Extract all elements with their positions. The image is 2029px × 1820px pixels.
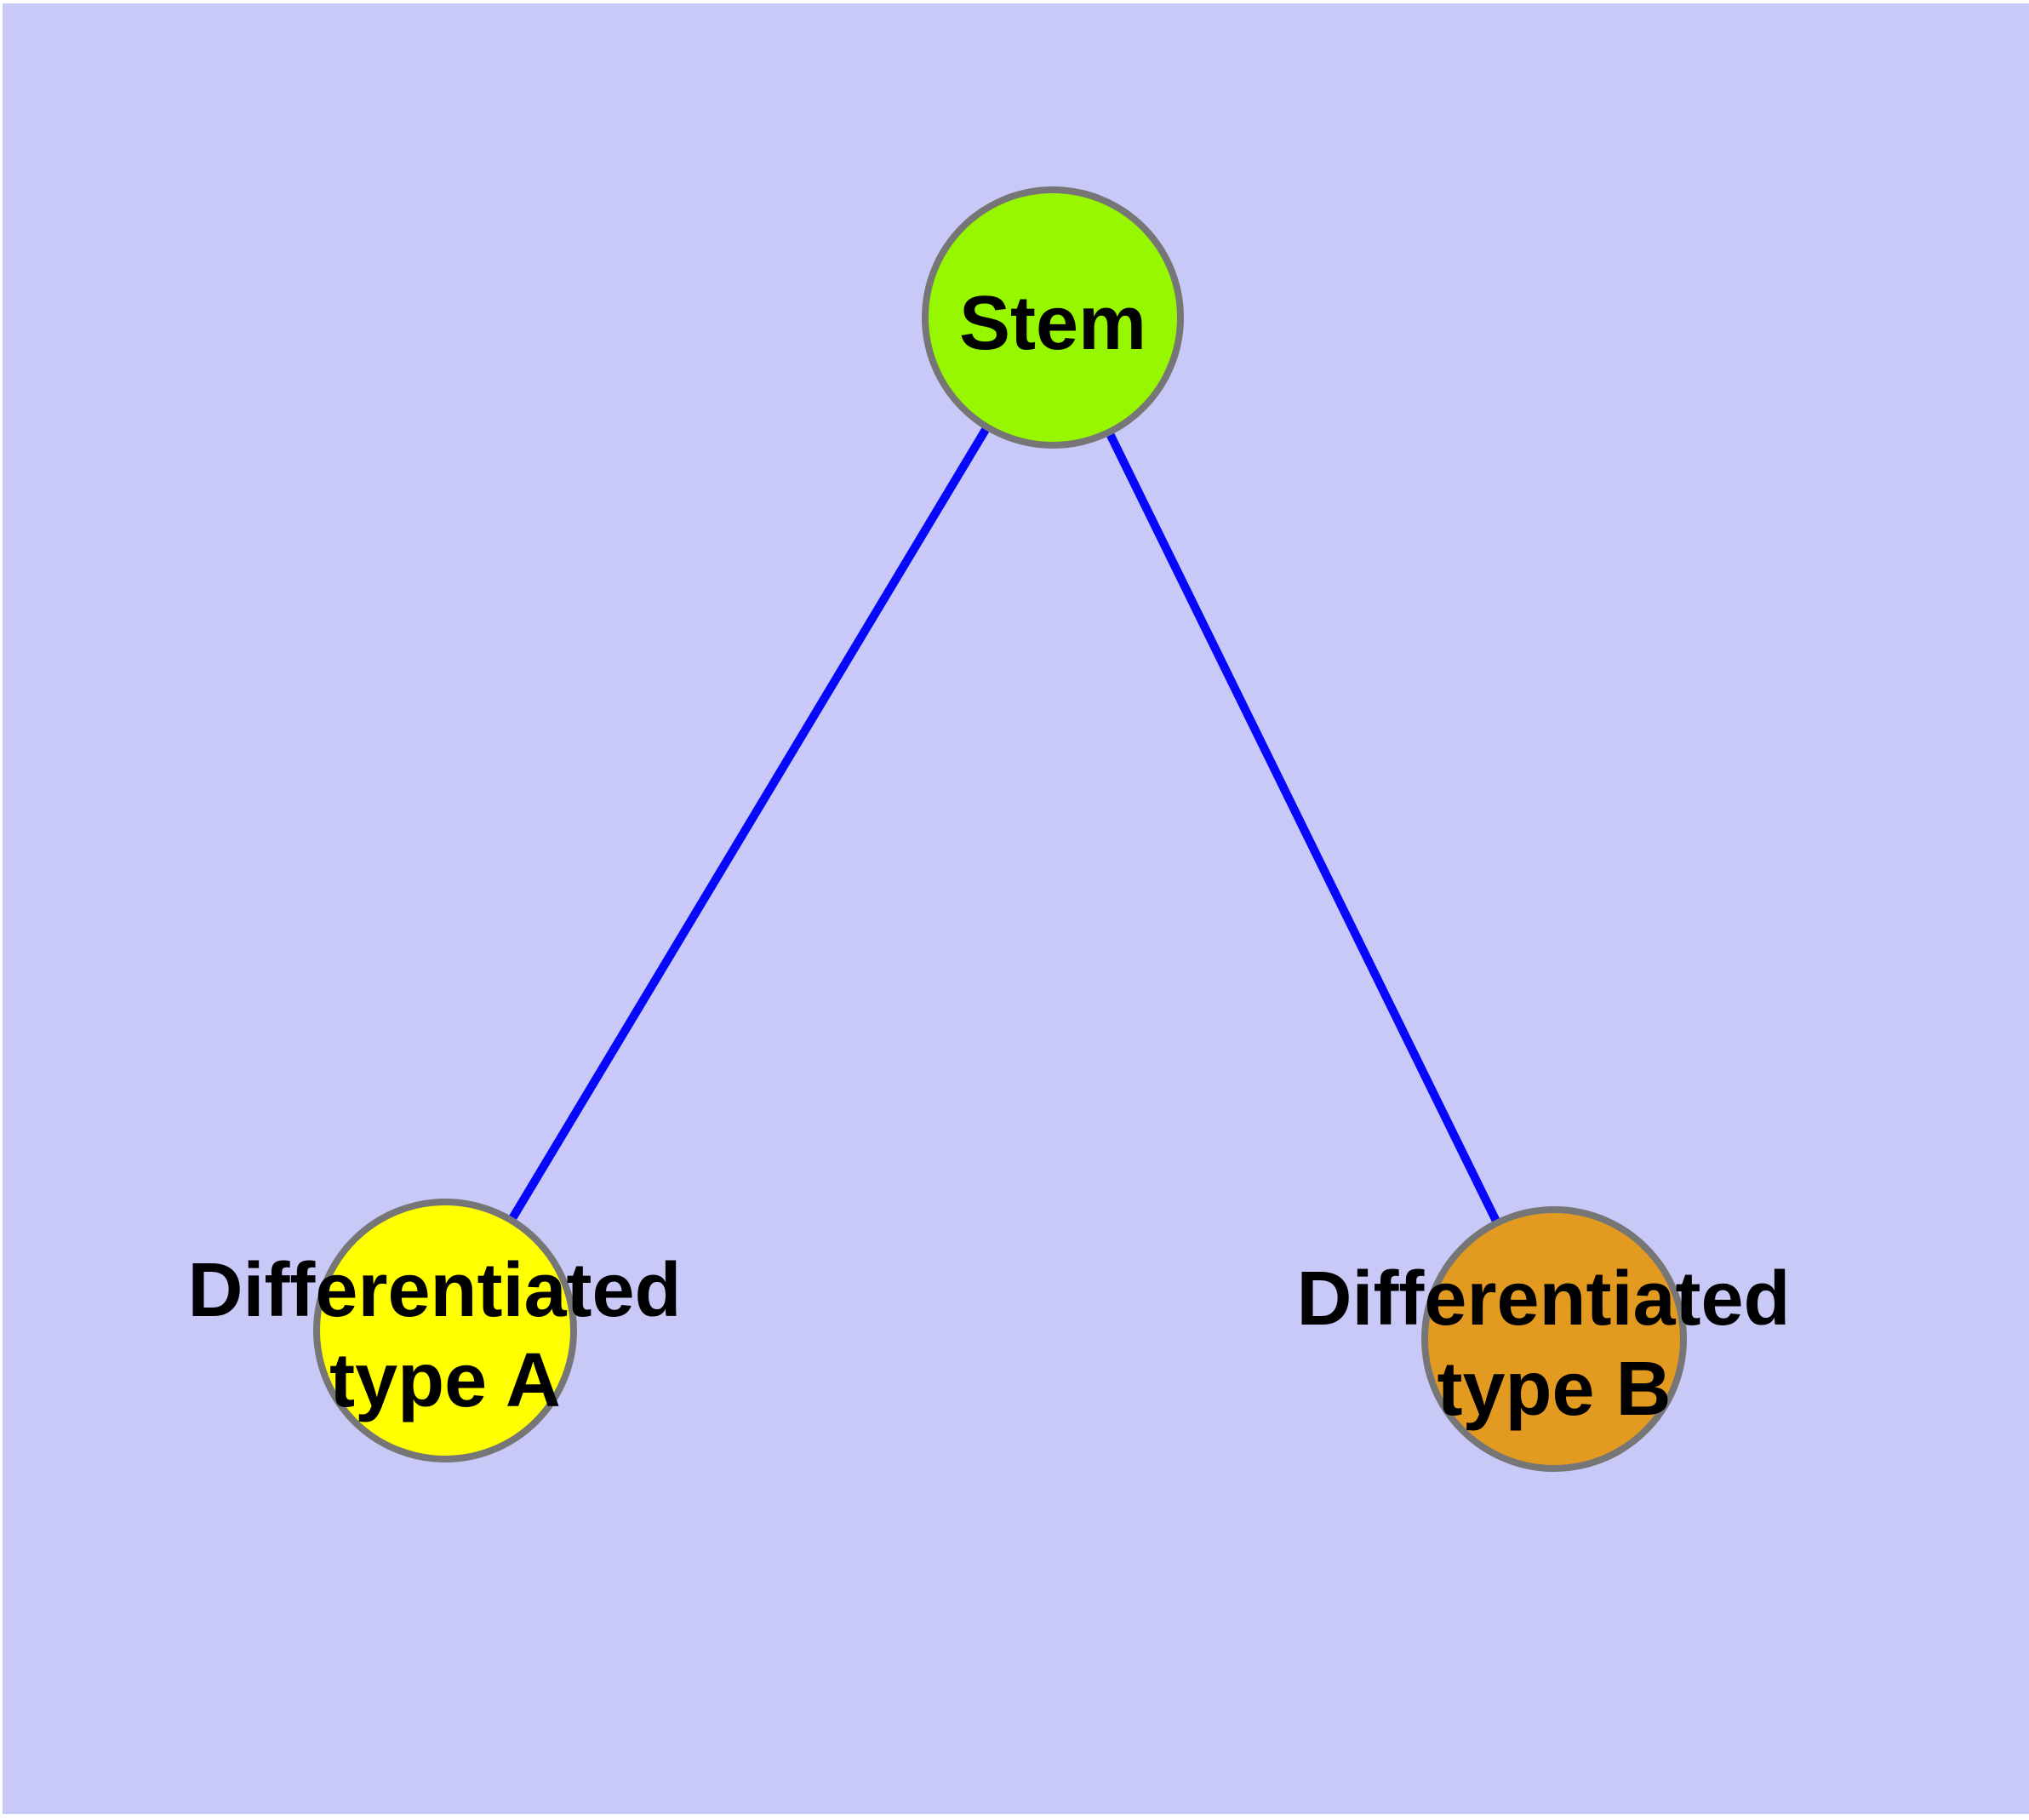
node-type-b-label-line2: type B — [1437, 1347, 1671, 1432]
node-type-b-label: Differentiated type B — [1296, 1256, 1811, 1432]
node-type-a-label-line1: Differentiated — [187, 1248, 681, 1333]
node-stem — [922, 186, 1184, 449]
node-type-b — [1421, 1206, 1687, 1472]
node-type-b-label-line1: Differentiated — [1296, 1256, 1790, 1342]
node-stem-label: Stem — [959, 281, 1146, 366]
edge-stem-to-type-b — [1049, 315, 1558, 1342]
node-type-a — [313, 1199, 577, 1462]
node-type-a-label-line2: type A — [329, 1338, 561, 1423]
edge-stem-to-type-a — [441, 315, 1057, 1333]
node-type-a-label: Differentiated type A — [187, 1248, 702, 1423]
